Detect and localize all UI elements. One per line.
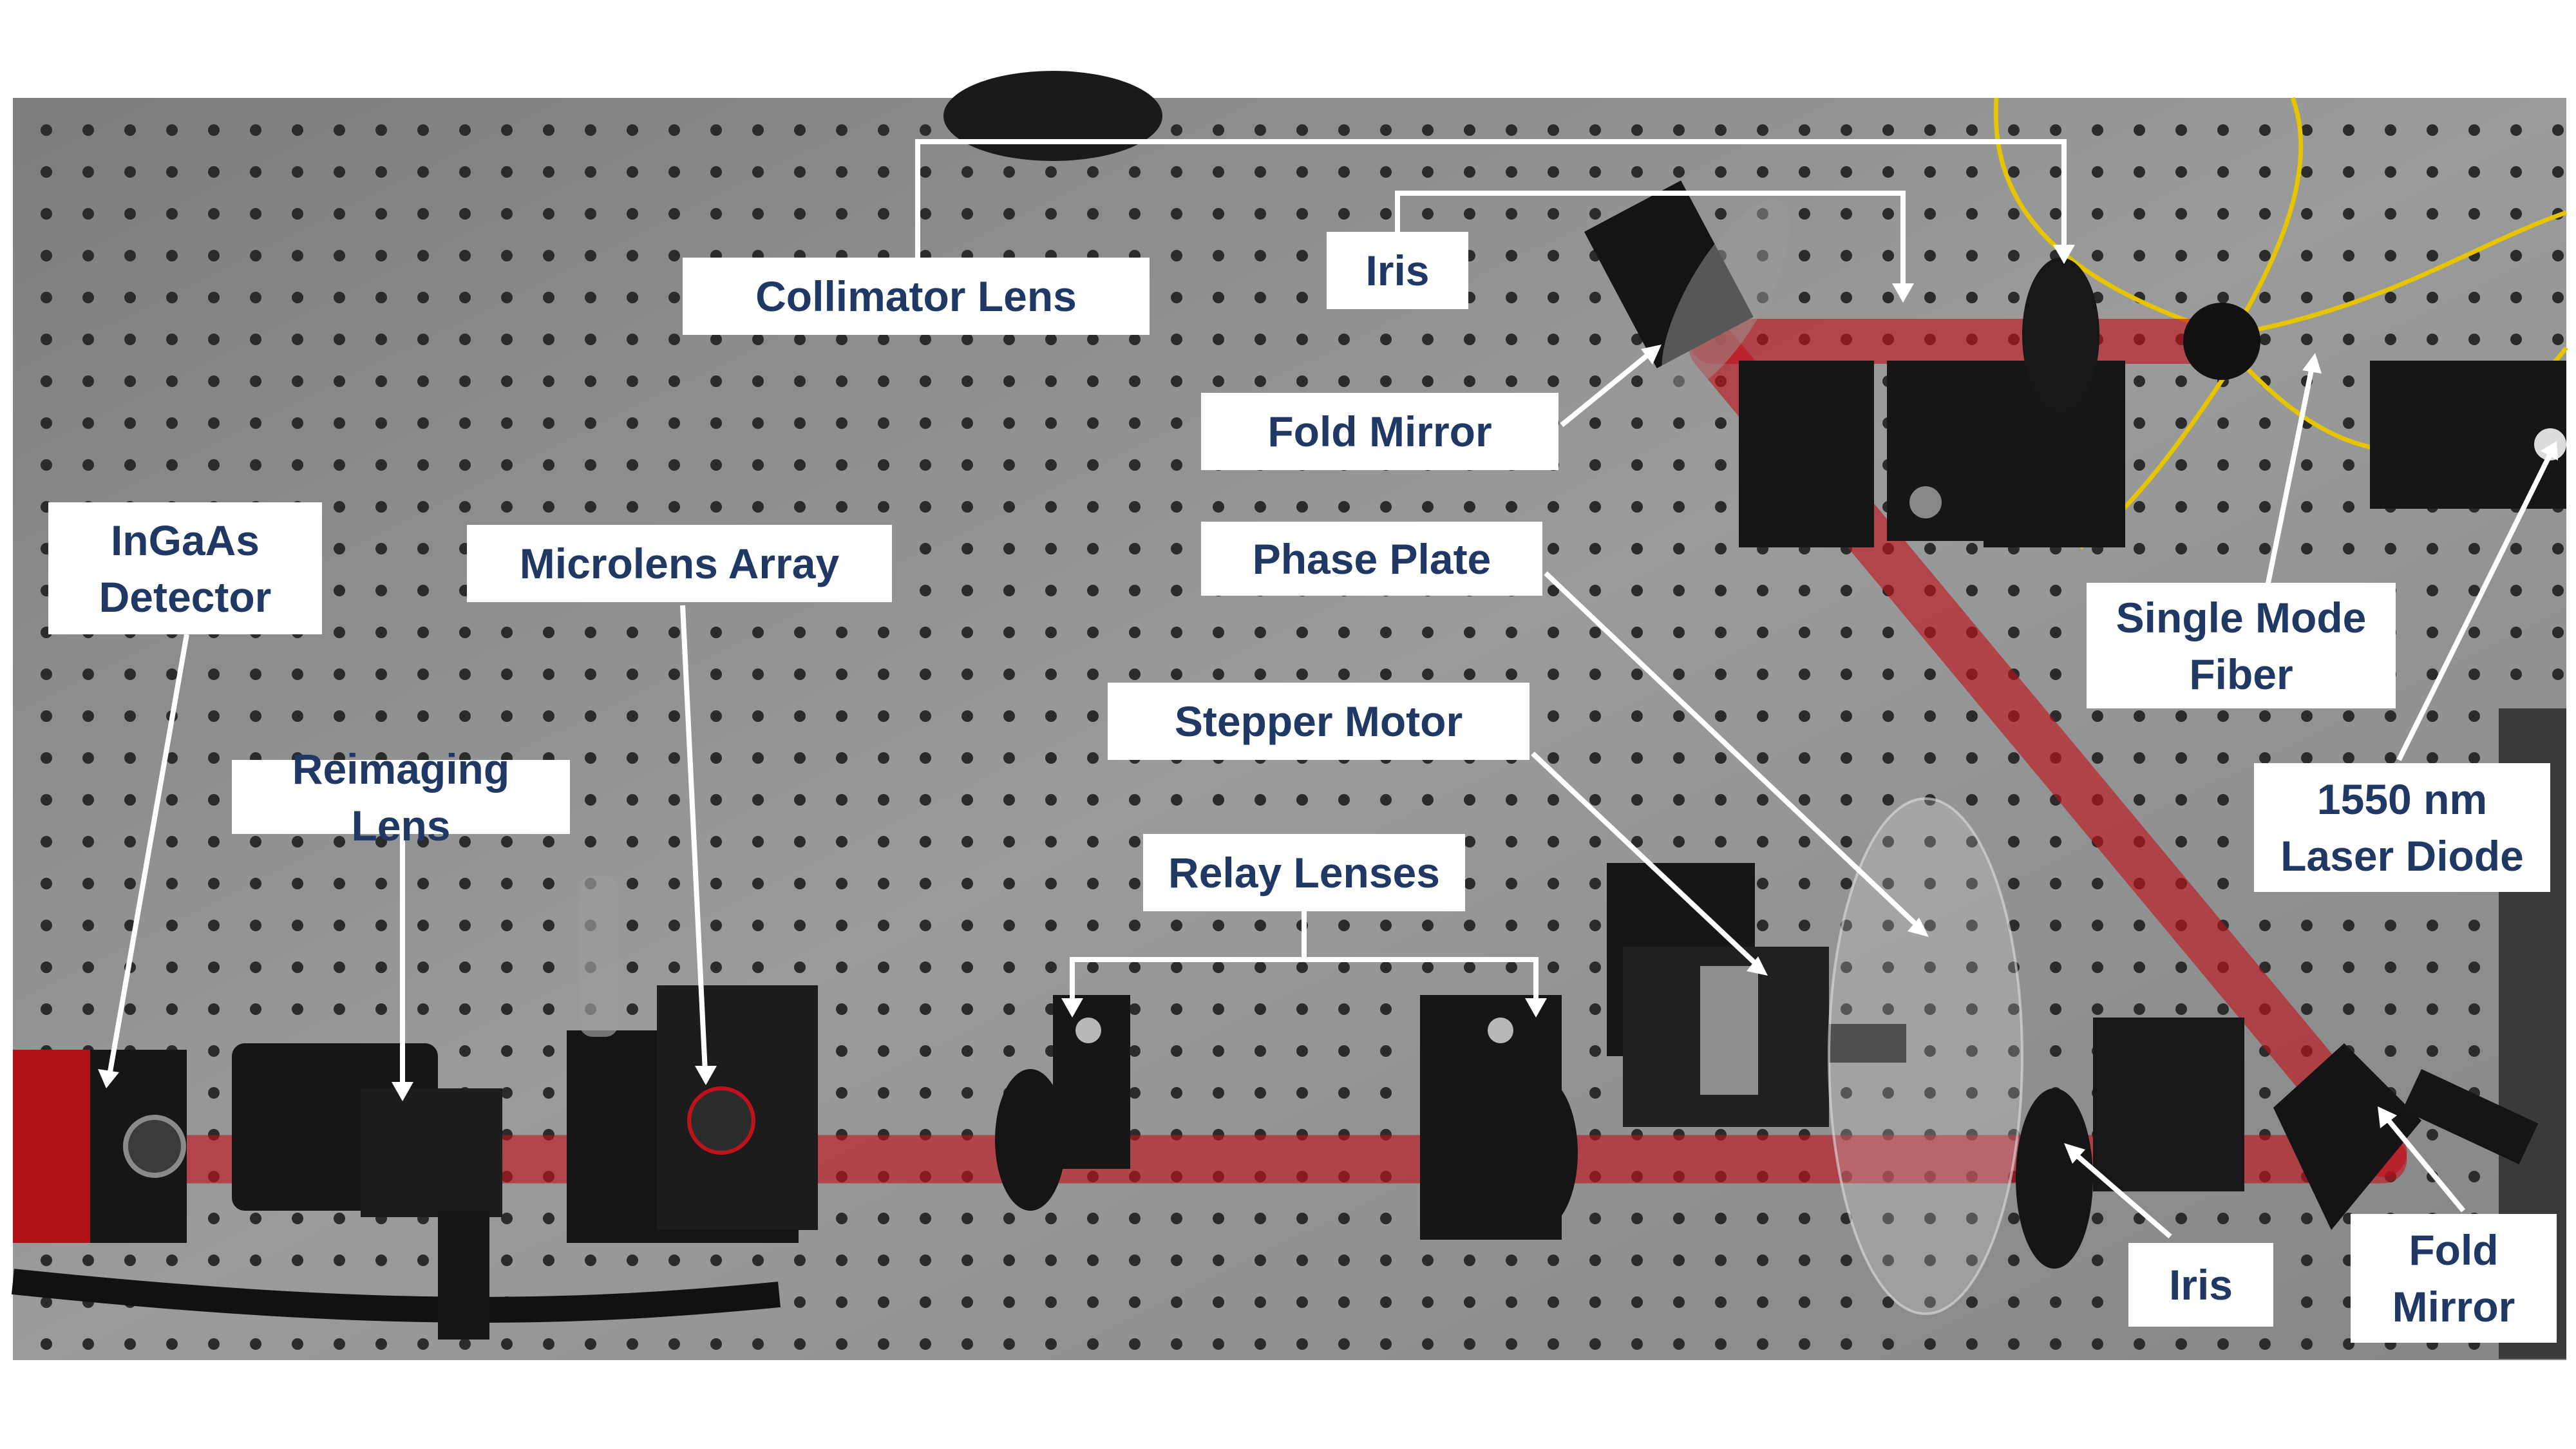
bottom-fold-mirror-hardware — [2273, 1043, 2539, 1230]
label-ingaas-detector: InGaAs Detector — [48, 502, 322, 634]
label-collimator-lens: Collimator Lens — [683, 258, 1150, 335]
microlens-array-hardware — [567, 876, 818, 1243]
bottom-iris-hardware — [2016, 1018, 2244, 1269]
relay-lenses-bracket — [1070, 902, 1539, 1005]
relay-lens-1-hardware — [995, 995, 1130, 1211]
leader-arrowheads — [98, 245, 2558, 1164]
label-single-mode-fiber: Single Mode Fiber — [2087, 583, 2396, 708]
detector-aperture — [123, 1115, 186, 1178]
stepper-motor-leader — [1531, 752, 1760, 968]
label-fold-mirror-top: Fold Mirror — [1201, 393, 1558, 470]
phase-plate-disc — [1828, 797, 2023, 1315]
label-iris-top: Iris — [1327, 232, 1468, 309]
top-iris-hardware — [1739, 361, 2009, 547]
microlens-array-leader — [680, 605, 708, 1073]
ingaas-detector-leader — [107, 634, 189, 1076]
label-iris-bottom: Iris — [2128, 1243, 2273, 1327]
laser-diode-leader — [2396, 453, 2553, 761]
reimaging-lens-hardware — [232, 1043, 502, 1340]
top-fold-mirror-leader — [1560, 352, 1651, 428]
bottom-iris-leader — [2072, 1150, 2172, 1239]
label-stepper-motor: Stepper Motor — [1108, 683, 1530, 760]
label-relay-lenses: Relay Lenses — [1143, 834, 1465, 911]
label-phase-plate: Phase Plate — [1201, 522, 1542, 596]
stepper-motor-hardware — [1607, 863, 1906, 1127]
bottom-fold-mirror-leader — [2383, 1115, 2466, 1213]
leader-lines — [107, 139, 2553, 1239]
label-fold-mirror-bottom: Fold Mirror — [2351, 1214, 2557, 1343]
single-mode-fiber-leader — [2264, 366, 2315, 590]
label-laser-diode: 1550 nm Laser Diode — [2254, 763, 2550, 892]
label-microlens-array: Microlens Array — [467, 525, 892, 602]
top-iris-bracket — [1395, 191, 1906, 290]
top-fold-mirror-hardware — [1584, 180, 1790, 393]
phase-plate-leader — [1544, 571, 1921, 929]
relay-lens-2-hardware — [1420, 995, 1578, 1240]
collimator-lens-bracket — [915, 139, 2067, 258]
table-opening — [943, 71, 1162, 161]
collimator-lens-hardware — [1984, 258, 2125, 547]
fiber-collimator-hardware — [2183, 303, 2260, 380]
label-reimaging-lens: Reimaging Lens — [232, 745, 570, 849]
